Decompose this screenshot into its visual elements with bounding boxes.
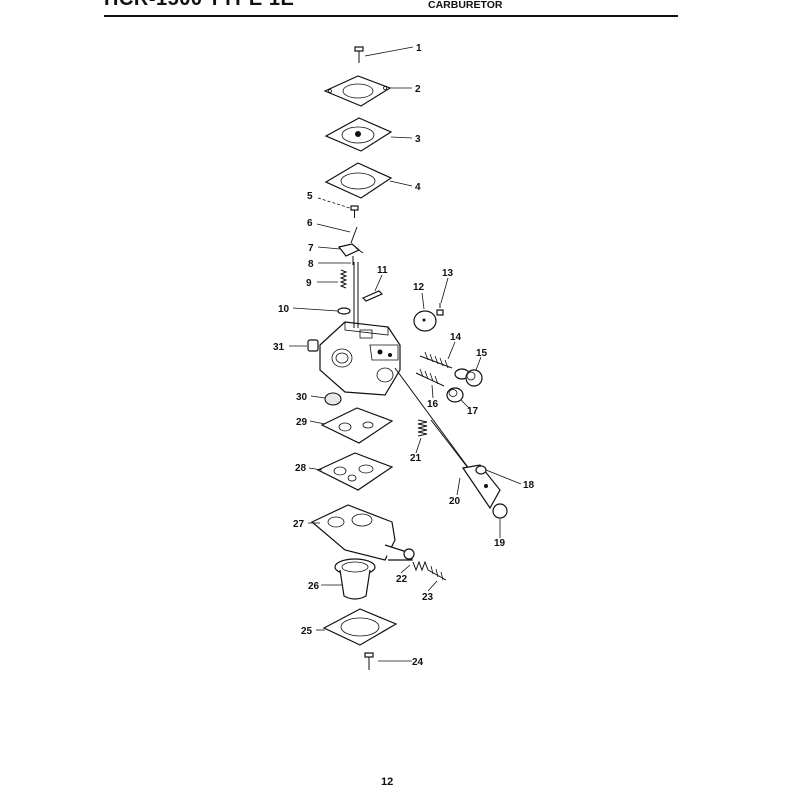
part-18-clip bbox=[475, 465, 487, 475]
part-7-lever bbox=[337, 243, 364, 257]
header-rule bbox=[104, 15, 678, 17]
callout-31: 31 bbox=[273, 342, 285, 353]
part-25-retainer bbox=[322, 608, 398, 646]
model-title: HCR-1500 TYPE 1E bbox=[104, 0, 294, 11]
part-3-diaphragm bbox=[324, 117, 393, 152]
section-title: CARBURETOR bbox=[428, 0, 503, 11]
part-1-screw bbox=[354, 46, 364, 63]
callout-30: 30 bbox=[296, 392, 308, 403]
part-10-oring bbox=[337, 307, 351, 315]
callout-2: 2 bbox=[415, 84, 421, 95]
part-11-key bbox=[361, 290, 384, 302]
callout-7: 7 bbox=[308, 243, 314, 254]
callout-labels: 1 2 3 4 5 6 7 8 9 10 11 12 13 14 15 16 1… bbox=[273, 43, 535, 668]
callout-13: 13 bbox=[442, 268, 454, 279]
part-9-spring bbox=[339, 269, 348, 289]
part-23-screw bbox=[427, 565, 447, 581]
part-17-cap bbox=[446, 387, 464, 403]
callout-28: 28 bbox=[295, 463, 307, 474]
callout-27: 27 bbox=[293, 519, 305, 530]
callout-1: 1 bbox=[416, 43, 422, 54]
part-22-spring bbox=[412, 560, 429, 572]
callout-17: 17 bbox=[467, 406, 479, 417]
callout-20: 20 bbox=[449, 496, 461, 507]
part-2-cover bbox=[323, 75, 392, 107]
callout-21: 21 bbox=[410, 453, 422, 464]
callout-18: 18 bbox=[523, 480, 535, 491]
callout-15: 15 bbox=[476, 348, 488, 359]
callout-9: 9 bbox=[306, 278, 312, 289]
callout-23: 23 bbox=[422, 592, 434, 603]
callout-14: 14 bbox=[450, 332, 462, 343]
part-12-valve-disc bbox=[413, 310, 437, 332]
carburetor-body bbox=[319, 262, 401, 396]
page-number: 12 bbox=[381, 776, 394, 788]
callout-5: 5 bbox=[307, 191, 313, 202]
callout-25: 25 bbox=[301, 626, 313, 637]
part-15-cap bbox=[465, 369, 483, 387]
part-16-needle bbox=[415, 368, 445, 387]
part-30-screen bbox=[324, 392, 342, 406]
part-27-pump-body bbox=[310, 504, 415, 561]
callout-16: 16 bbox=[427, 399, 439, 410]
part-24-screw bbox=[364, 652, 374, 670]
part-21-spring bbox=[417, 419, 428, 437]
callout-6: 6 bbox=[307, 218, 313, 229]
part-26-primer-bulb bbox=[334, 558, 376, 600]
part-5-screw bbox=[350, 205, 359, 218]
callout-3: 3 bbox=[415, 134, 421, 145]
callout-19: 19 bbox=[494, 538, 506, 549]
callout-12: 12 bbox=[413, 282, 425, 293]
part-29-gasket bbox=[320, 407, 394, 444]
leader-lines bbox=[289, 46, 522, 662]
callout-29: 29 bbox=[296, 417, 308, 428]
part-19-cap bbox=[492, 503, 508, 519]
part-20-throttle-shaft bbox=[394, 367, 501, 510]
part-14-needle bbox=[419, 351, 470, 380]
part-28-diaphragm bbox=[316, 452, 394, 491]
callout-26: 26 bbox=[308, 581, 320, 592]
callout-8: 8 bbox=[308, 259, 314, 270]
part-4-gasket bbox=[324, 162, 393, 199]
part-6-pin bbox=[350, 226, 358, 244]
part-13-screw bbox=[436, 303, 444, 316]
callout-11: 11 bbox=[377, 265, 388, 276]
part-31-plug bbox=[307, 339, 319, 352]
callout-22: 22 bbox=[396, 574, 408, 585]
callout-24: 24 bbox=[412, 657, 424, 668]
callout-10: 10 bbox=[278, 304, 290, 315]
callout-4: 4 bbox=[415, 182, 421, 193]
